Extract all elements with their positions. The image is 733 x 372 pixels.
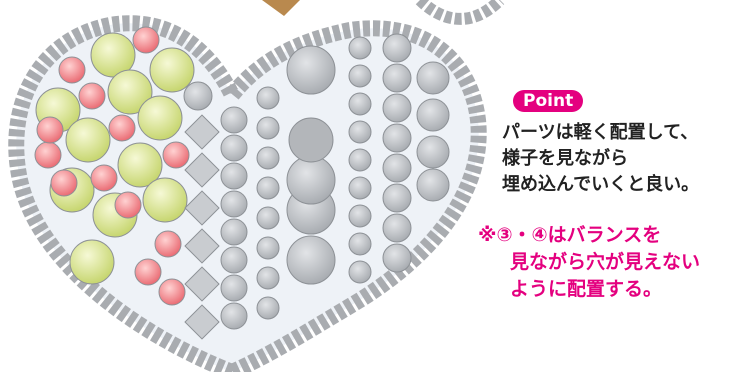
- note-line: 様子を見ながら: [502, 148, 628, 169]
- gray-bead: [286, 45, 336, 95]
- green-bead: [65, 117, 111, 163]
- gray-bead: [348, 204, 372, 228]
- warning-line: 見ながら穴が見えない: [510, 251, 701, 273]
- gray-bead: [382, 243, 412, 273]
- gray-bead: [348, 120, 372, 144]
- gray-bead: [256, 116, 280, 140]
- gray-bead: [348, 92, 372, 116]
- green-bead: [117, 142, 163, 188]
- gray-bead: [220, 218, 248, 246]
- gray-bead: [416, 168, 450, 202]
- pink-bead: [50, 169, 78, 197]
- diamond-stone: [184, 266, 220, 302]
- gray-bead: [220, 106, 248, 134]
- gray-bead: [220, 190, 248, 218]
- gray-bead: [286, 155, 336, 205]
- pink-bead: [90, 164, 118, 192]
- warning-line: ように配置する。: [510, 278, 663, 300]
- gray-bead: [348, 148, 372, 172]
- gray-bead: [348, 176, 372, 200]
- gray-bead: [382, 123, 412, 153]
- note-line: 埋め込んでいくと良い。: [502, 174, 700, 195]
- gray-bead: [220, 246, 248, 274]
- diamond-stone: [184, 190, 220, 226]
- gray-bead: [382, 183, 412, 213]
- pink-bead: [108, 114, 136, 142]
- pink-bead: [78, 82, 106, 110]
- rivoli-stone: [288, 117, 334, 163]
- gray-bead: [348, 260, 372, 284]
- diamond-stone: [184, 304, 220, 340]
- gray-bead: [256, 296, 280, 320]
- gray-bead: [348, 36, 372, 60]
- gray-bead: [382, 213, 412, 243]
- diamond-stone: [184, 228, 220, 264]
- pink-bead: [158, 278, 186, 306]
- gray-bead: [256, 86, 280, 110]
- gray-bead: [416, 61, 450, 95]
- gray-bead: [256, 146, 280, 170]
- pink-bead: [36, 116, 64, 144]
- green-bead: [107, 69, 153, 115]
- gray-bead: [348, 232, 372, 256]
- gray-bead: [220, 134, 248, 162]
- bead-cluster: [34, 26, 195, 306]
- gray-bead: [256, 266, 280, 290]
- pink-bead: [134, 258, 162, 286]
- gray-bead: [256, 236, 280, 260]
- arrow-shape: [262, 0, 300, 16]
- gray-bead: [220, 274, 248, 302]
- gray-bead: [382, 63, 412, 93]
- green-bead: [69, 239, 115, 285]
- pink-bead: [34, 141, 62, 169]
- chain-shape: [415, 0, 505, 25]
- gray-bead: [416, 98, 450, 132]
- gray-bead: [348, 64, 372, 88]
- pink-bead: [132, 26, 160, 54]
- bead-columns: [183, 33, 450, 340]
- pink-bead: [114, 191, 142, 219]
- green-bead: [90, 32, 136, 78]
- gray-bead: [256, 206, 280, 230]
- diamond-stone: [184, 114, 220, 150]
- diamond-stone: [184, 152, 220, 188]
- pink-bead: [58, 56, 86, 84]
- warning-text: ※③・④はバランスを 見ながら穴が見えない ように配置する。: [478, 222, 700, 303]
- pink-bead: [162, 141, 190, 169]
- gray-bead: [220, 162, 248, 190]
- gray-bead: [382, 93, 412, 123]
- point-badge: Point: [513, 90, 584, 112]
- green-bead: [142, 177, 188, 223]
- gray-bead: [382, 33, 412, 63]
- gray-bead: [416, 135, 450, 169]
- pink-bead: [154, 230, 182, 258]
- gray-bead: [286, 235, 336, 285]
- warning-line: ※③・④はバランスを: [478, 224, 662, 246]
- gray-bead: [220, 302, 248, 330]
- note-line: パーツは軽く配置して、: [502, 122, 699, 143]
- gray-bead: [256, 176, 280, 200]
- gray-bead: [183, 81, 213, 111]
- green-bead: [149, 47, 195, 93]
- gray-bead: [382, 153, 412, 183]
- green-bead: [137, 95, 183, 141]
- note-text: パーツは軽く配置して、 様子を見ながら 埋め込んでいくと良い。: [502, 120, 699, 198]
